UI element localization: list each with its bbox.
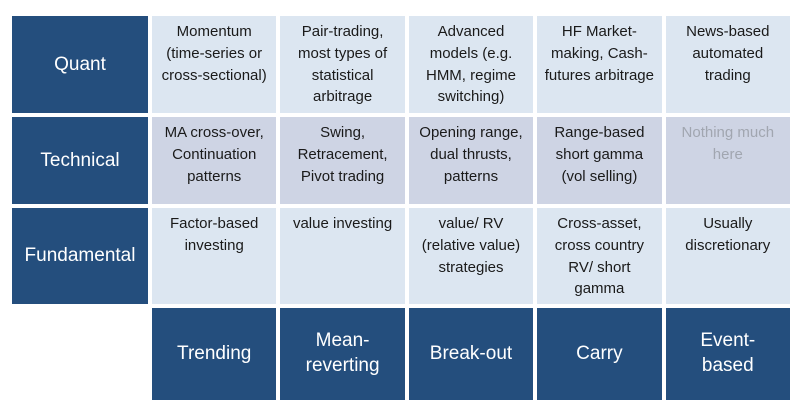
cell-fundamental-event-based: Usually discretionary bbox=[665, 208, 790, 304]
empty-corner-cell bbox=[12, 308, 148, 400]
column-footer-break-out: Break-out bbox=[408, 308, 534, 400]
row-header-fundamental: Fundamental bbox=[12, 208, 148, 304]
column-footer-trending: Trending bbox=[152, 308, 277, 400]
cell-quant-break-out: Advanced models (e.g. HMM, regime switch… bbox=[408, 16, 534, 113]
cell-quant-mean-reverting: Pair-trading, most types of statistical … bbox=[280, 16, 405, 113]
cell-technical-mean-reverting: Swing, Retracement, Pivot trading bbox=[280, 117, 405, 204]
column-footer-carry: Carry bbox=[537, 308, 662, 400]
row-header-technical: Technical bbox=[12, 117, 148, 204]
cell-technical-trending: MA cross-over, Continuation patterns bbox=[152, 117, 277, 204]
trading-strategy-matrix: Quant Momentum (time-series or cross-sec… bbox=[12, 16, 790, 400]
row-header-quant: Quant bbox=[12, 16, 148, 113]
cell-technical-carry: Range-based short gamma (vol selling) bbox=[537, 117, 662, 204]
cell-quant-trending: Momentum (time-series or cross-sectional… bbox=[152, 16, 277, 113]
cell-quant-carry: HF Market-making, Cash-futures arbitrage bbox=[537, 16, 662, 113]
cell-technical-break-out: Opening range, dual thrusts, patterns bbox=[408, 117, 534, 204]
cell-fundamental-carry: Cross-asset, cross country RV/ short gam… bbox=[537, 208, 662, 304]
cell-fundamental-mean-reverting: value investing bbox=[280, 208, 405, 304]
cell-quant-event-based: News-based automated trading bbox=[665, 16, 790, 113]
cell-technical-event-based: Nothing much here bbox=[665, 117, 790, 204]
column-footer-mean-reverting: Mean-reverting bbox=[280, 308, 405, 400]
column-footer-event-based: Event-based bbox=[665, 308, 790, 400]
cell-fundamental-trending: Factor-based investing bbox=[152, 208, 277, 304]
cell-fundamental-break-out: value/ RV (relative value) strategies bbox=[408, 208, 534, 304]
